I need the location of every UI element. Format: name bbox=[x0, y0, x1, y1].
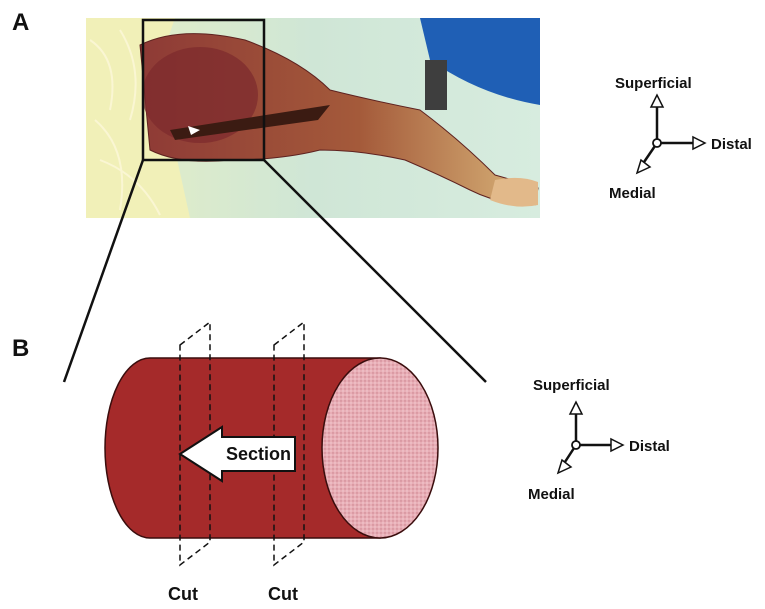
arrow-down-left-icon bbox=[558, 460, 571, 473]
superficial-label-top: Superficial bbox=[615, 75, 692, 92]
arrow-down-left-icon bbox=[637, 160, 650, 173]
cut-label-left: Cut bbox=[168, 584, 198, 604]
arrow-right-icon bbox=[611, 439, 623, 451]
superficial-label-bottom: Superficial bbox=[533, 377, 610, 394]
orientation-indicator-bottom: Superficial Distal Medial bbox=[528, 377, 670, 503]
arrow-right-icon bbox=[693, 137, 705, 149]
medial-label-top: Medial bbox=[609, 185, 656, 202]
arrow-up-icon bbox=[570, 402, 582, 414]
muscle-cylinder-diagram: Section Cut Cut bbox=[105, 322, 438, 604]
panel-b-label: B bbox=[12, 335, 29, 362]
distal-label-bottom: Distal bbox=[629, 438, 670, 455]
dissection-photo bbox=[86, 18, 540, 218]
arrow-up-icon bbox=[651, 95, 663, 107]
panel-a-label: A bbox=[12, 9, 29, 36]
medial-label-bottom: Medial bbox=[528, 486, 575, 503]
orientation-indicator-top: Superficial Distal Medial bbox=[609, 75, 752, 202]
cut-label-right: Cut bbox=[268, 584, 298, 604]
distal-label-top: Distal bbox=[711, 136, 752, 153]
cylinder-cut-face bbox=[322, 358, 438, 538]
section-label: Section bbox=[226, 444, 291, 464]
